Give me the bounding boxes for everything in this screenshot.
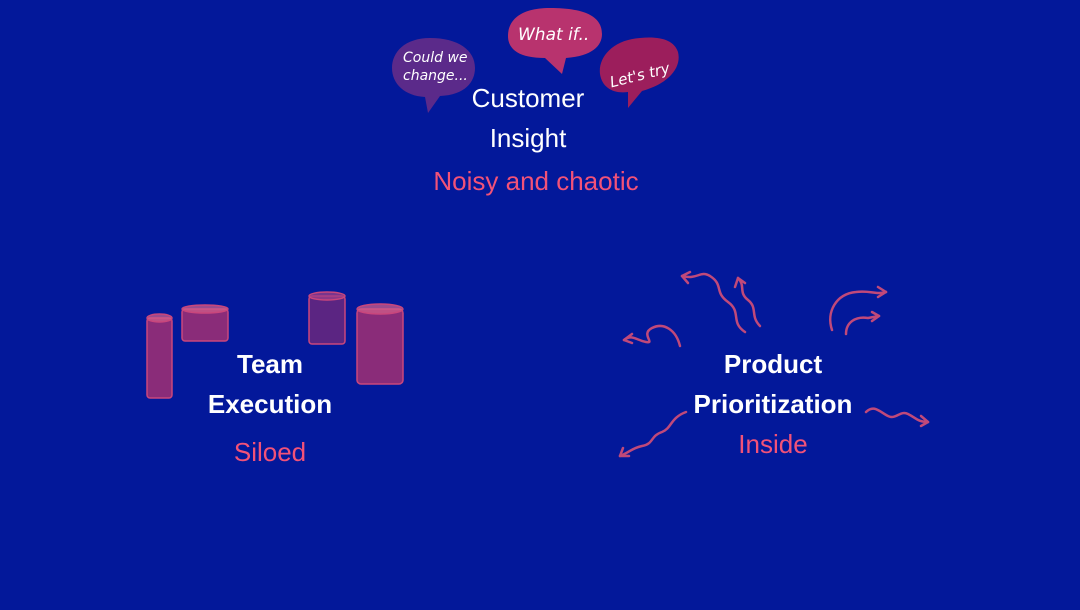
team-execution-title-line2: Execution — [207, 389, 333, 419]
product-prioritization-title-line1: Product — [723, 349, 823, 379]
squiggle-arrow — [864, 407, 930, 428]
silo-cylinders-icon — [146, 291, 404, 399]
speech-bubble-could-we-change: Could we change... — [392, 38, 475, 113]
customer-insight-title-line2: Insight — [489, 123, 567, 153]
silo-cylinder — [356, 303, 404, 385]
team-execution-subtitle: Siloed — [233, 437, 307, 467]
bubble-text-2: What if.. — [518, 25, 589, 45]
squiggle-arrow — [829, 285, 888, 332]
product-prioritization-title-line2: Prioritization — [693, 389, 853, 419]
silo-cylinder — [181, 304, 229, 342]
chaotic-arrows-icon — [618, 270, 930, 458]
squiggle-arrow — [680, 270, 747, 334]
squiggle-arrow — [733, 276, 762, 328]
bubble-text-1b: change... — [403, 68, 468, 84]
speech-bubble-what-if: What if.. — [508, 8, 602, 74]
squiggle-arrow — [618, 410, 688, 458]
team-execution-title-line1: Team — [237, 349, 303, 379]
bubble-text-1a: Could we — [403, 50, 468, 66]
silo-cylinder — [146, 313, 173, 399]
product-prioritization-subtitle: Inside — [738, 429, 808, 459]
silo-cylinder — [308, 291, 346, 345]
squiggle-arrow — [622, 324, 682, 348]
customer-insight-title-line1: Customer — [471, 83, 585, 113]
squiggle-arrow — [844, 310, 881, 336]
customer-insight-subtitle: Noisy and chaotic — [433, 166, 639, 196]
